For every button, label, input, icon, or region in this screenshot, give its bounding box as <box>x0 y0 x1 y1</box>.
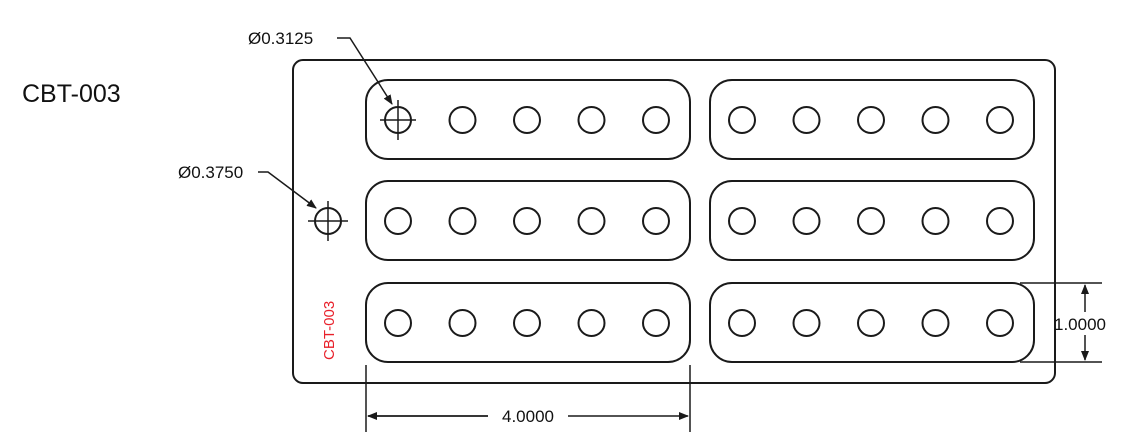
hole <box>728 106 756 134</box>
hole <box>728 207 756 235</box>
hole <box>642 309 670 337</box>
mount-hole-leader <box>258 171 317 209</box>
hole <box>792 106 821 134</box>
slot <box>709 79 1035 160</box>
hole <box>921 106 950 134</box>
hole <box>577 106 606 134</box>
hole <box>642 106 670 134</box>
hole <box>986 106 1014 134</box>
hole <box>448 309 477 337</box>
mounting-hole <box>308 201 348 241</box>
hole <box>513 207 541 235</box>
drawing-title: CBT-003 <box>22 80 121 108</box>
hole <box>792 309 821 337</box>
slot <box>365 180 691 261</box>
hole <box>921 309 950 337</box>
hole <box>577 309 606 337</box>
hole <box>986 309 1014 337</box>
hole <box>857 207 885 235</box>
hole <box>448 207 477 235</box>
hole <box>857 106 885 134</box>
slot <box>709 180 1035 261</box>
hole <box>577 207 606 235</box>
hole <box>384 207 412 235</box>
hole <box>642 207 670 235</box>
hole <box>513 106 541 134</box>
mount-hole-callout: Ø0.3750 <box>178 163 243 182</box>
hole <box>384 309 412 337</box>
small-hole-callout: Ø0.3125 <box>248 29 313 48</box>
slot-width-dimension: 1.0000 <box>1020 282 1106 363</box>
small-hole-leader <box>337 37 393 105</box>
part-marking: CBT-003 <box>321 301 338 360</box>
hole <box>857 309 885 337</box>
hole <box>792 207 821 235</box>
hole <box>986 207 1014 235</box>
slot <box>709 282 1035 363</box>
slot-length-dimension: 4.0000 <box>365 365 691 432</box>
slot <box>365 79 691 160</box>
hole <box>921 207 950 235</box>
hole <box>448 106 477 134</box>
slot-length-label: 4.0000 <box>502 407 554 426</box>
hole <box>728 309 756 337</box>
hole <box>513 309 541 337</box>
slot-width-label: 1.0000 <box>1054 315 1106 334</box>
slot <box>365 282 691 363</box>
plate-outline <box>292 59 1056 384</box>
